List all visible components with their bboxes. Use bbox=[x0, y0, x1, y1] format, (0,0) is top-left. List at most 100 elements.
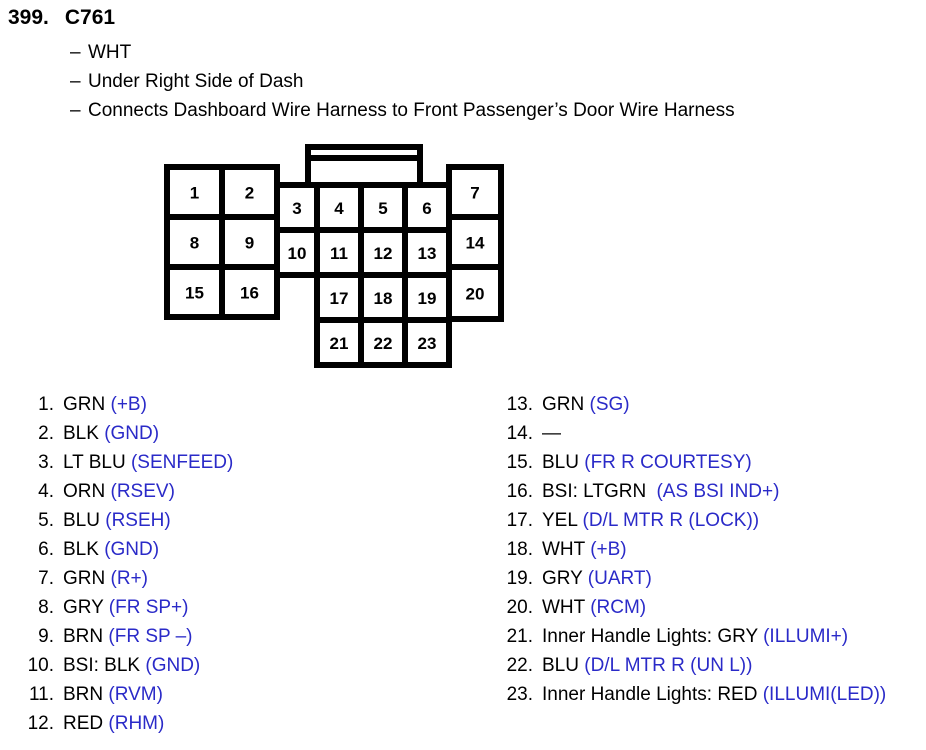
pin-description: ORN (RSEV) bbox=[63, 477, 175, 506]
pin-description: BLU (RSEH) bbox=[63, 506, 171, 535]
pin-index: 16. bbox=[506, 481, 533, 502]
pin-label-11: 11 bbox=[330, 244, 348, 263]
pin-label-6: 6 bbox=[422, 199, 431, 218]
pin-signal-name: (+B) bbox=[584, 539, 627, 560]
pin-signal-name: (+B) bbox=[105, 394, 147, 415]
spec-line-color: –WHT bbox=[70, 42, 131, 64]
page-title: 399. C761 bbox=[8, 6, 115, 30]
pin-description: YEL (D/L MTR R (LOCK)) bbox=[542, 506, 759, 535]
pin-list-item: 8. GRY (FR SP+) bbox=[18, 593, 478, 622]
pin-index: 21. bbox=[506, 626, 533, 647]
pin-wire-color: BLU bbox=[63, 510, 100, 531]
pin-list-item: 20. WHT (RCM) bbox=[497, 593, 922, 622]
pin-description: GRN (+B) bbox=[63, 390, 147, 419]
pin-label-12: 12 bbox=[374, 244, 393, 263]
pin-signal-name: (FR R COURTESY) bbox=[578, 452, 752, 473]
pin-list-left: 1.GRN (+B)2.BLK (GND)3.LT BLU (SENFEED)4… bbox=[18, 390, 478, 738]
pin-list-item: 10.BSI: BLK (GND) bbox=[18, 651, 478, 680]
spec-line-location: –Under Right Side of Dash bbox=[70, 71, 303, 93]
pin-signal-name: (GND) bbox=[98, 423, 160, 444]
pin-signal-name: (FR SP+) bbox=[103, 597, 189, 618]
spec-text: WHT bbox=[88, 42, 132, 63]
pin-list-item: 1.GRN (+B) bbox=[18, 390, 478, 419]
bullet-dash-icon: – bbox=[70, 100, 81, 121]
bullet-dash-icon: – bbox=[70, 42, 81, 63]
pin-list-item: 22.BLU (D/L MTR R (UN L)) bbox=[497, 651, 922, 680]
pin-description: LT BLU (SENFEED) bbox=[63, 448, 233, 477]
pin-description: GRY (UART) bbox=[542, 564, 652, 593]
pin-list-item: 6.BLK (GND) bbox=[18, 535, 478, 564]
pin-list-item: 13. GRN (SG) bbox=[497, 390, 922, 419]
pin-index: 11. bbox=[28, 684, 54, 705]
pin-label-20: 20 bbox=[466, 285, 485, 304]
pin-signal-name: (RVM) bbox=[103, 684, 163, 705]
pin-list-item: 4. ORN (RSEV) bbox=[18, 477, 478, 506]
pin-index: 10. bbox=[27, 655, 54, 676]
pin-signal-name: (ILLUMI+) bbox=[757, 626, 849, 647]
pin-signal-name: (D/L MTR R (LOCK)) bbox=[577, 510, 760, 531]
connector-id: C761 bbox=[64, 6, 116, 29]
pin-label-5: 5 bbox=[378, 199, 387, 218]
pin-empty-dash: — bbox=[542, 423, 561, 444]
pin-signal-name: (FR SP –) bbox=[103, 626, 193, 647]
pin-list-item: 23.Inner Handle Lights: RED (ILLUMI(LED)… bbox=[497, 680, 922, 709]
pin-list-item: 21. Inner Handle Lights: GRY (ILLUMI+) bbox=[497, 622, 922, 651]
pin-description: Inner Handle Lights: GRY (ILLUMI+) bbox=[542, 622, 848, 651]
item-number: 399. bbox=[8, 6, 49, 29]
pin-label-9: 9 bbox=[245, 234, 254, 253]
pin-label-2: 2 bbox=[245, 184, 254, 203]
pin-signal-name: (SENFEED) bbox=[125, 452, 234, 473]
pin-signal-name: (GND) bbox=[140, 655, 201, 676]
pin-index: 20. bbox=[506, 597, 533, 618]
pin-index: 18. bbox=[506, 539, 533, 560]
pin-wire-color: BSI: LTGRN bbox=[542, 481, 647, 502]
pin-list-item: 18. WHT (+B) bbox=[497, 535, 922, 564]
pin-index: 5. bbox=[38, 510, 54, 531]
pin-wire-color: GRN bbox=[63, 568, 106, 589]
pin-index: 12. bbox=[27, 713, 54, 734]
pin-description: BRN (RVM) bbox=[63, 680, 163, 709]
pin-wire-color: Inner Handle Lights: GRY bbox=[542, 626, 758, 647]
pin-description: BLK (GND) bbox=[63, 419, 159, 448]
pin-list-item: 19.GRY (UART) bbox=[497, 564, 922, 593]
pin-description: WHT (RCM) bbox=[542, 593, 646, 622]
pin-list-item: 5. BLU (RSEH) bbox=[18, 506, 478, 535]
pin-list-right: 13.GRN (SG)14.—15.BLU (FR R COURTESY)16.… bbox=[497, 390, 922, 709]
pin-index: 8. bbox=[38, 597, 54, 618]
pin-index: 3. bbox=[38, 452, 54, 473]
pin-wire-color: GRY bbox=[63, 597, 104, 618]
pin-wire-color: BLU bbox=[542, 655, 579, 676]
pin-list-item: 7. GRN (R+) bbox=[18, 564, 478, 593]
pin-label-1: 1 bbox=[190, 184, 199, 203]
pin-index: 6. bbox=[38, 539, 54, 560]
pin-description: BSI: LTGRN (AS BSI IND+) bbox=[542, 477, 779, 506]
pin-description: BRN (FR SP –) bbox=[63, 622, 193, 651]
pin-list-item: 16. BSI: LTGRN (AS BSI IND+) bbox=[497, 477, 922, 506]
pin-label-14: 14 bbox=[466, 234, 485, 253]
pin-signal-name: (UART) bbox=[582, 568, 652, 589]
pin-description: GRN (R+) bbox=[63, 564, 148, 593]
pin-signal-name: (R+) bbox=[105, 568, 148, 589]
pin-wire-color: GRN bbox=[542, 394, 585, 415]
pin-description: BLU (D/L MTR R (UN L)) bbox=[542, 651, 752, 680]
pin-list-item: 15.BLU (FR R COURTESY) bbox=[497, 448, 922, 477]
pin-wire-color: WHT bbox=[542, 539, 585, 560]
pin-index: 7. bbox=[38, 568, 54, 589]
pin-index: 17. bbox=[506, 510, 533, 531]
pin-signal-name: (RCM) bbox=[584, 597, 647, 618]
pin-list-item: 11. BRN (RVM) bbox=[18, 680, 478, 709]
pin-signal-name: (ILLUMI(LED)) bbox=[757, 684, 887, 705]
pin-index: 4. bbox=[38, 481, 54, 502]
locking-tab bbox=[305, 144, 423, 188]
pin-index: 13. bbox=[506, 394, 533, 415]
pin-wire-color: GRY bbox=[542, 568, 583, 589]
pin-signal-name: (SG) bbox=[584, 394, 630, 415]
pin-list-item: 3. LT BLU (SENFEED) bbox=[18, 448, 478, 477]
pin-cell-2 bbox=[219, 164, 280, 220]
pin-index: 2. bbox=[38, 423, 54, 444]
pin-description: WHT (+B) bbox=[542, 535, 627, 564]
pin-signal-name: (D/L MTR R (UN L)) bbox=[578, 655, 753, 676]
pin-wire-color: YEL bbox=[542, 510, 578, 531]
pin-wire-color: BRN bbox=[63, 626, 104, 647]
pin-wire-color: BRN bbox=[63, 684, 104, 705]
